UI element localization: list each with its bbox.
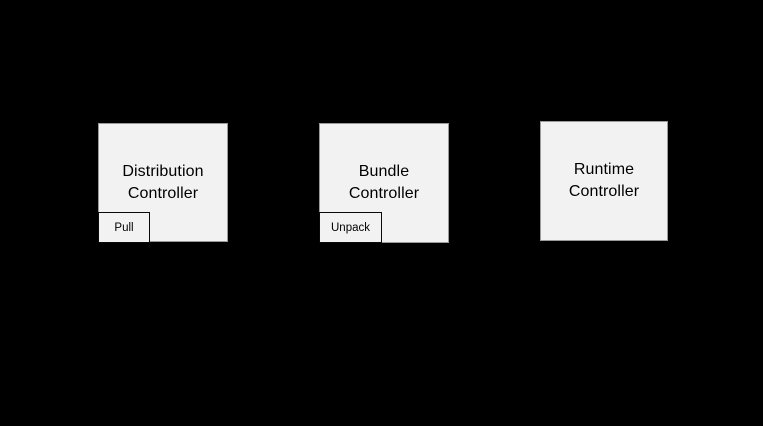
node-label-distribution-controller: Distribution Controller <box>122 162 204 202</box>
node-label-bundle-controller: Bundle Controller <box>348 163 420 202</box>
subnode-pull[interactable]: Pull <box>98 212 150 243</box>
node-label-runtime-controller: Runtime Controller <box>568 161 640 200</box>
subnode-label-pull: Pull <box>114 221 134 234</box>
subnode-unpack[interactable]: Unpack <box>319 212 382 243</box>
subnode-label-unpack: Unpack <box>331 221 370 234</box>
node-runtime-controller[interactable]: Runtime Controller <box>540 121 668 241</box>
